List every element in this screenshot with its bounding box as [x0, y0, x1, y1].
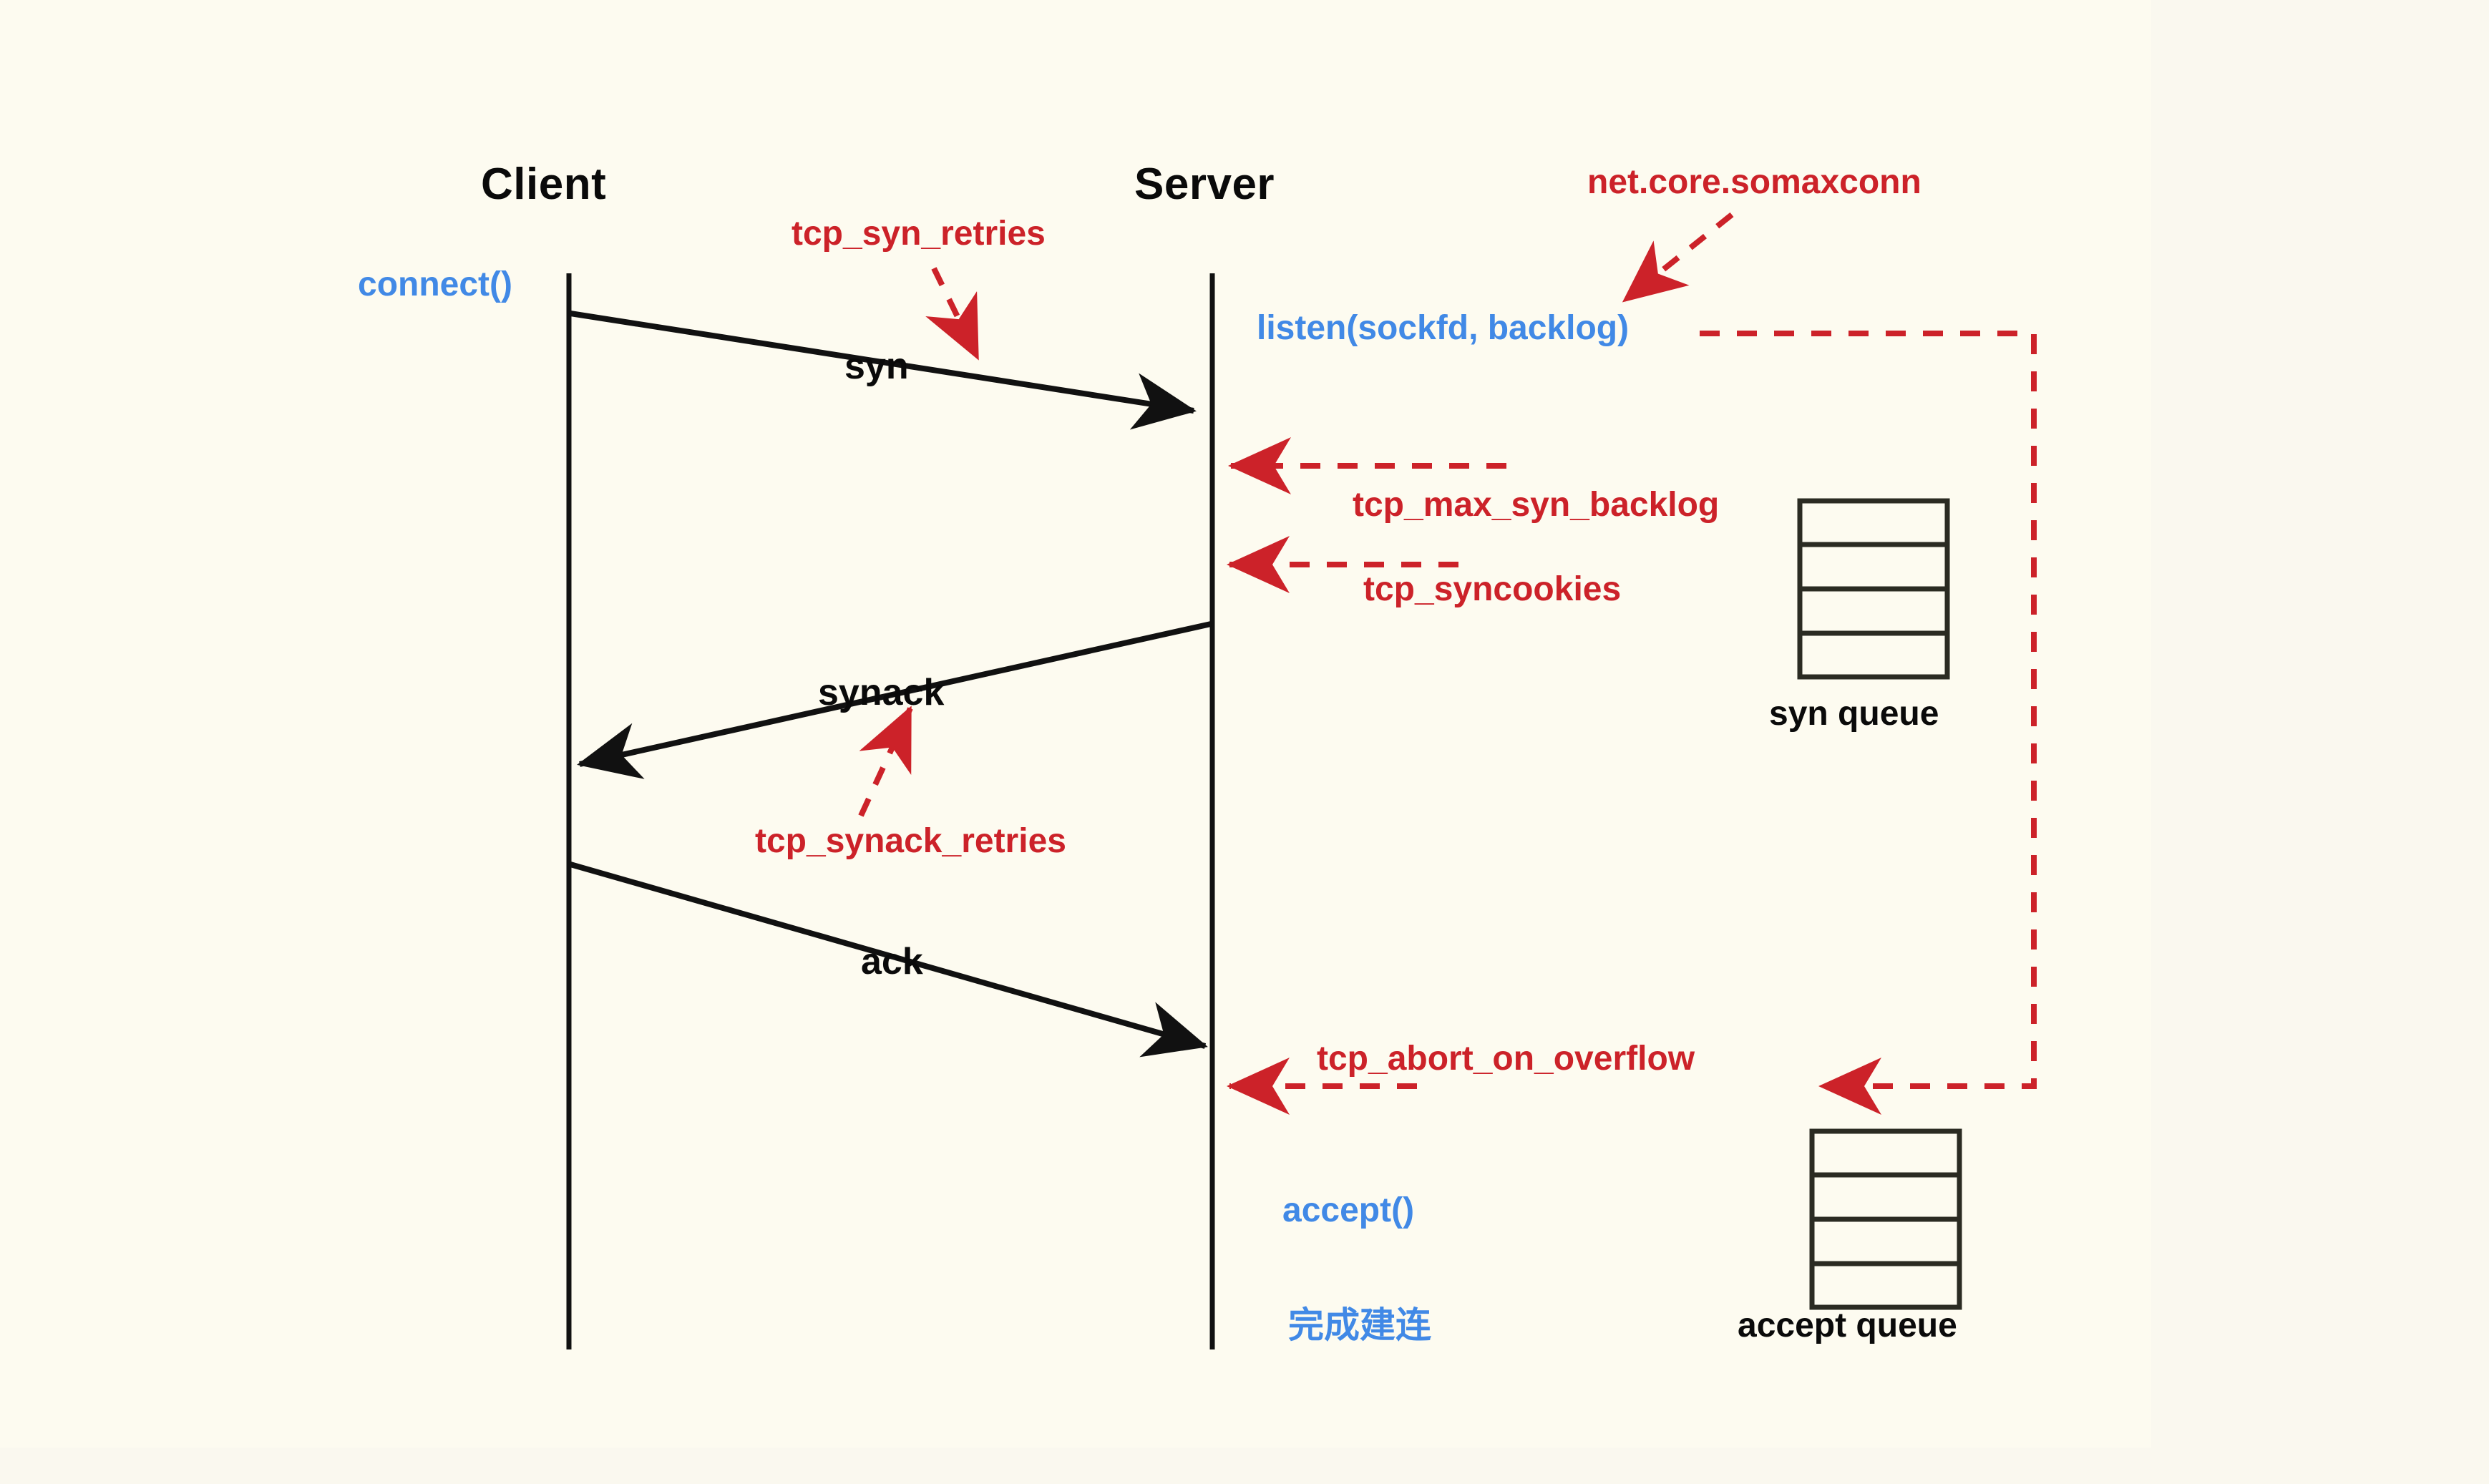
packet-label-ack: ack	[861, 941, 923, 982]
sysctl-label-tcp-abort-on-overflow: tcp_abort_on_overflow	[1317, 1040, 1695, 1078]
api-label-listen: listen(sockfd, backlog)	[1257, 309, 1630, 347]
sysctl-label-tcp-synack-retries: tcp_synack_retries	[755, 822, 1066, 860]
syn-arrow	[570, 311, 1197, 430]
sysctl-label-net-core-somaxconn: net.core.somaxconn	[1587, 163, 1921, 201]
tcp-syn-retries-pointer	[925, 267, 980, 361]
net-core-somaxconn-pointer	[1622, 212, 1734, 303]
packet-label-synack: synack	[818, 672, 945, 713]
drawing-surface	[0, 0, 2151, 1448]
packet-label-syn: syn	[844, 346, 909, 387]
api-label-accept: accept()	[1282, 1191, 1415, 1229]
tcp-synack-retries-pointer	[858, 706, 913, 817]
syn-queue-box	[1797, 498, 1950, 680]
sysctl-label-tcp-syn-retries: tcp_syn_retries	[791, 215, 1046, 253]
actor-label-client: Client	[481, 160, 607, 209]
backlog-routing-path	[1700, 331, 2037, 1115]
api-label-connect: connect()	[358, 265, 512, 303]
synack-arrow	[577, 621, 1212, 779]
queue-caption-accept-queue: accept queue	[1738, 1307, 1957, 1344]
api-label-established: 完成建连	[1288, 1304, 1431, 1346]
accept-queue-box	[1809, 1128, 1962, 1310]
queue-caption-syn-queue: syn queue	[1769, 695, 1939, 733]
ack-arrow	[569, 861, 1208, 1058]
sysctl-label-tcp-max-syn-backlog: tcp_max_syn_backlog	[1353, 486, 1720, 524]
actor-label-server: Server	[1134, 160, 1275, 209]
sysctl-label-tcp-syncookies: tcp_syncookies	[1363, 570, 1622, 608]
